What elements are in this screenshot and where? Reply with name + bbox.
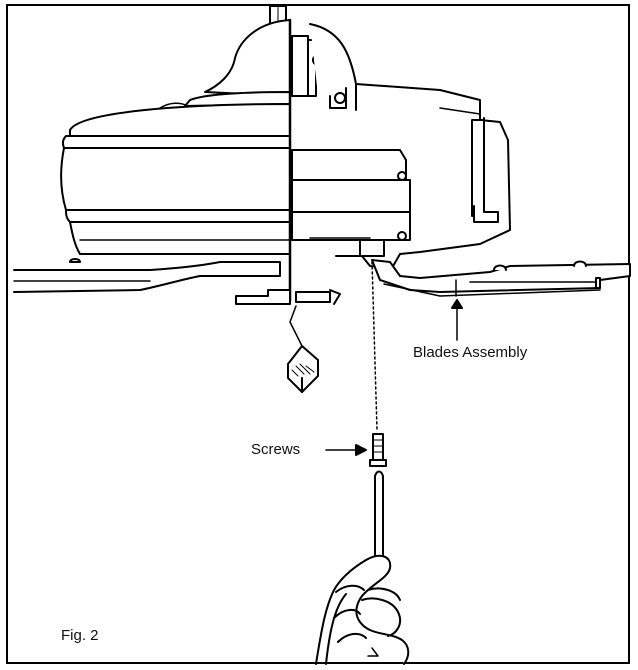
figure-label: Fig. 2 — [61, 627, 99, 644]
blades-assembly-label: Blades Assembly — [413, 344, 528, 361]
screw — [369, 433, 387, 467]
motor-housing-left — [60, 19, 291, 255]
blade-right — [371, 259, 631, 297]
screwdriver — [374, 470, 384, 561]
screws-arrow — [325, 444, 367, 456]
screw-guide-line — [371, 261, 378, 431]
hand — [315, 554, 410, 665]
switch-housing — [235, 289, 341, 393]
motor-housing-right — [291, 23, 511, 269]
blades-assembly-arrow — [451, 299, 463, 341]
screws-label: Screws — [251, 441, 301, 458]
blade-left — [13, 258, 281, 293]
